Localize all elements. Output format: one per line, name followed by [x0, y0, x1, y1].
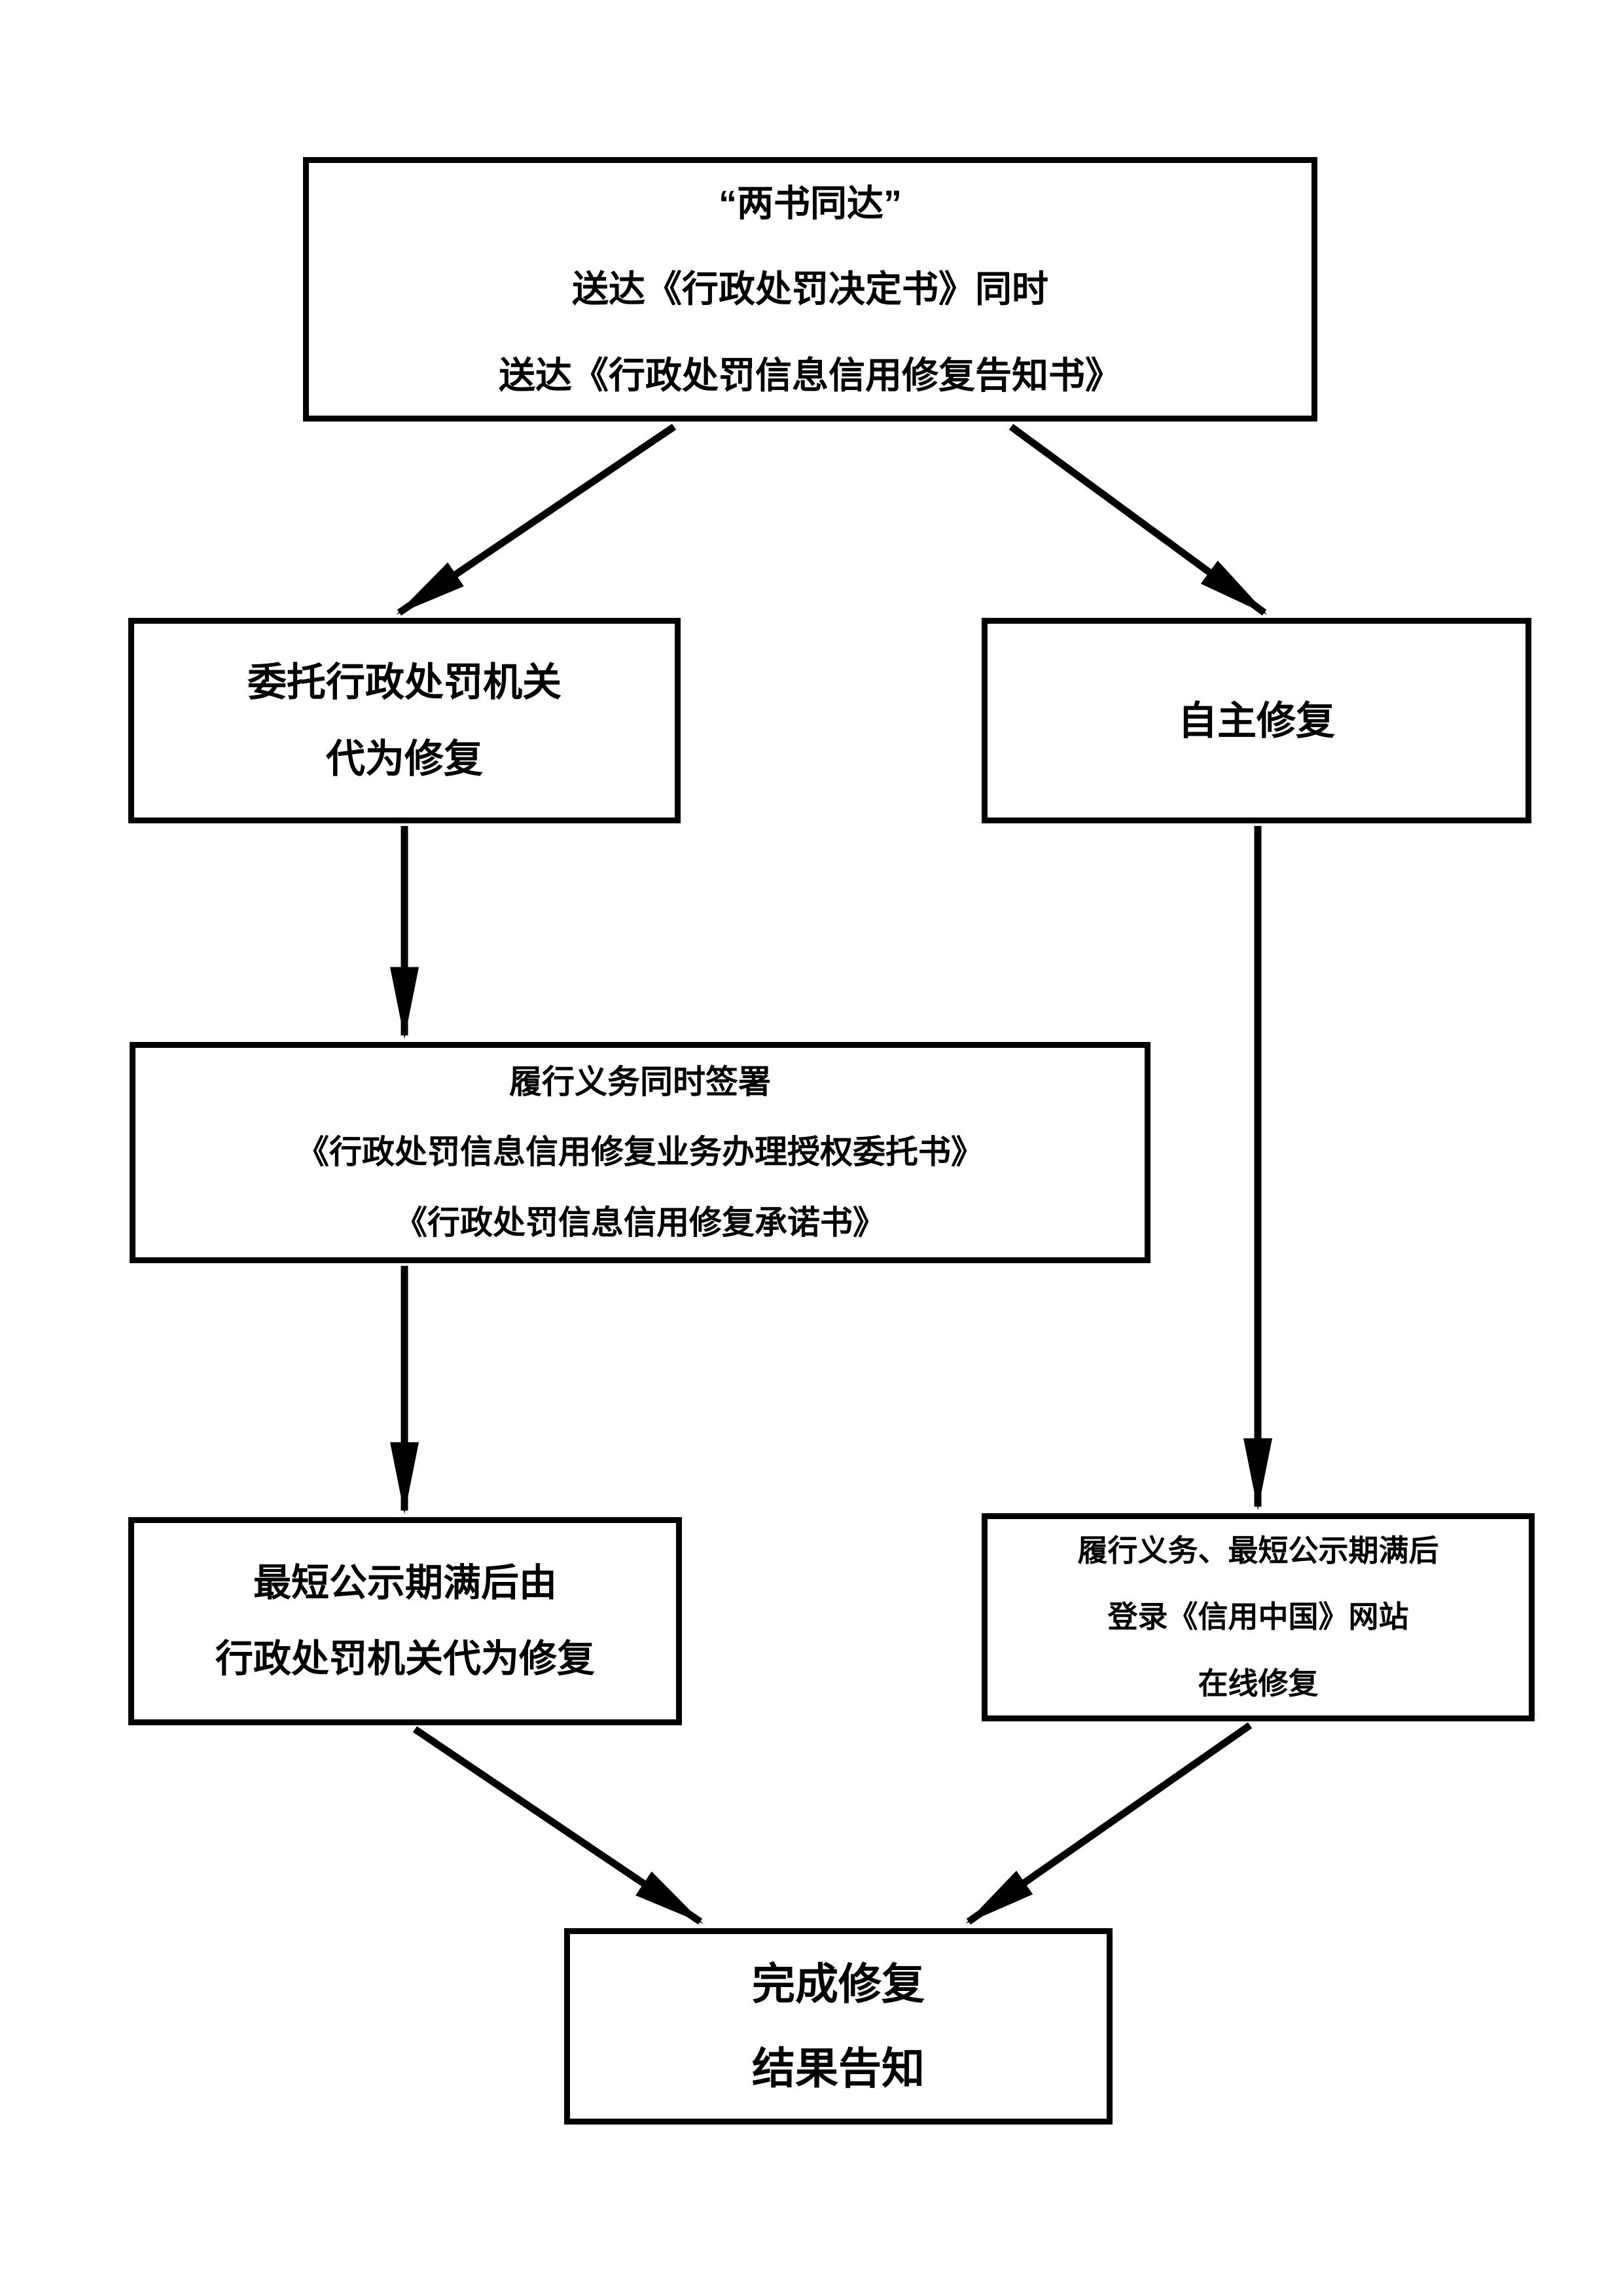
node-line: 委托行政处罚机关	[247, 660, 562, 704]
node-line: 履行义务、最短公示期满后	[1077, 1534, 1439, 1568]
node-line: 送达《行政处罚决定书》同时	[572, 268, 1048, 310]
node-line: 履行义务同时签署	[509, 1063, 771, 1100]
flow-node-self-repair: 自主修复	[982, 618, 1531, 823]
node-line: 完成修复	[752, 1960, 925, 2009]
node-line: 结果告知	[752, 2044, 925, 2092]
arrow-start-to-self	[1008, 423, 1268, 616]
node-line: “两书同达”	[719, 182, 902, 224]
arrow-agency-to-finish	[412, 1726, 704, 1925]
arrow-start-to-entrust	[396, 423, 677, 616]
arrow-online-to-finish	[965, 1722, 1253, 1925]
node-line: 《行政处罚信息信用修复承诺书》	[395, 1204, 885, 1241]
flow-node-entrust-repair: 委托行政处罚机关 代为修复	[128, 618, 681, 823]
node-line: 在线修复	[1198, 1666, 1319, 1700]
flow-node-finish-result-notice: 完成修复 结果告知	[564, 1928, 1113, 2125]
node-line: 送达《行政处罚信息信用修复告知书》	[499, 354, 1122, 396]
flow-node-agency-repair-after-publicity: 最短公示期满后由 行政处罚机关代为修复	[128, 1517, 682, 1725]
flow-node-start: “两书同达” 送达《行政处罚决定书》同时 送达《行政处罚信息信用修复告知书》	[303, 157, 1317, 422]
node-line: 最短公示期满后由	[253, 1562, 557, 1604]
flow-node-online-repair: 履行义务、最短公示期满后 登录《信用中国》网站 在线修复	[982, 1513, 1535, 1721]
node-line: 《行政处罚信息信用修复业务办理授权委托书》	[296, 1134, 984, 1171]
flow-node-sign-documents: 履行义务同时签署 《行政处罚信息信用修复业务办理授权委托书》 《行政处罚信息信用…	[130, 1042, 1150, 1263]
node-line: 自主修复	[1178, 698, 1335, 743]
node-line: 登录《信用中国》网站	[1107, 1600, 1409, 1634]
node-line: 代为修复	[326, 737, 483, 781]
node-line: 行政处罚机关代为修复	[215, 1638, 595, 1680]
